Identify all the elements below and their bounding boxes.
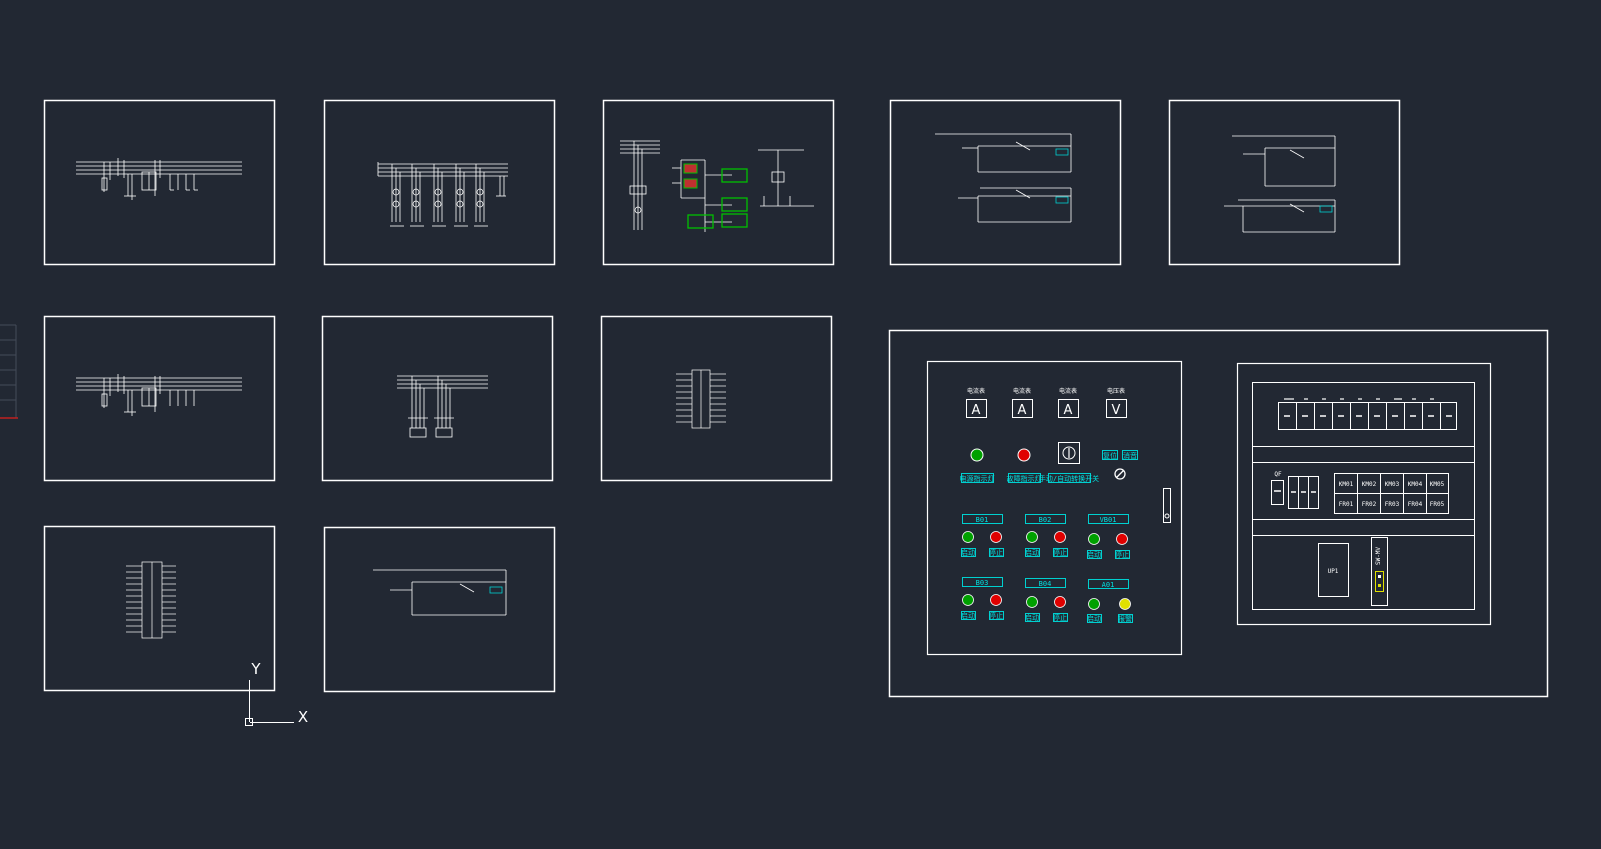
drawing-sheet-5[interactable]	[1168, 99, 1401, 266]
svg-text:UP1: UP1	[1328, 568, 1339, 575]
power-indicator-lamp: 电源指示灯	[960, 448, 995, 483]
svg-text:启动: 启动	[961, 548, 975, 557]
drawing-sheet-10[interactable]	[323, 526, 556, 693]
plc-module: UP1	[1318, 543, 1349, 597]
emergency-stop-icon[interactable]	[1114, 468, 1126, 480]
motor-group-b03[interactable]: B03 启动 停止	[961, 577, 1004, 621]
drawing-sheet-1[interactable]	[43, 99, 276, 266]
cabinet-layout-sheet[interactable]: 电流表 A 电流表 A 电流表 A 电压表 V	[888, 329, 1549, 698]
svg-text:停止: 停止	[1115, 550, 1129, 559]
fault-indicator-lamp: 故障指示灯	[1007, 448, 1042, 483]
svg-text:KM05: KM05	[1430, 481, 1445, 488]
svg-text:停止: 停止	[989, 548, 1003, 557]
drawing-sheet-8[interactable]	[600, 315, 833, 482]
svg-text:启动: 启动	[1087, 614, 1101, 623]
svg-text:电源指示灯: 电源指示灯	[960, 474, 995, 483]
cabinet-mounting-plate[interactable]: QF KM01 KM02	[1236, 362, 1492, 626]
svg-text:A01: A01	[1102, 581, 1115, 589]
drawing-sheet-9[interactable]	[43, 525, 276, 692]
drawing-sheet-2[interactable]	[323, 99, 556, 266]
svg-text:QF: QF	[1274, 471, 1282, 478]
motor-group-vb01[interactable]: VB01 启动 停止	[1087, 514, 1130, 560]
svg-text:故障指示灯: 故障指示灯	[1007, 474, 1042, 483]
door-handle	[1163, 488, 1171, 523]
switch-module: SW-MV	[1371, 537, 1388, 606]
motor-group-b04[interactable]: B04 启动 停止	[1025, 578, 1068, 623]
svg-text:KM02: KM02	[1362, 481, 1377, 488]
svg-text:复位: 复位	[1103, 451, 1117, 460]
svg-text:消音: 消音	[1123, 451, 1137, 460]
contactor-grid: KM01 KM02 KM03 KM04 KM05 FR01 FR02 FR03 …	[1334, 473, 1449, 514]
svg-text:FR02: FR02	[1362, 501, 1377, 508]
reset-button[interactable]: 复位	[1102, 450, 1118, 461]
svg-text:停止: 停止	[1053, 548, 1067, 557]
svg-text:停止: 停止	[1053, 613, 1067, 622]
svg-text:KM04: KM04	[1408, 481, 1423, 488]
svg-text:启动: 启动	[1025, 613, 1039, 622]
svg-text:电流表: 电流表	[1013, 387, 1031, 395]
svg-text:B03: B03	[976, 579, 989, 587]
mode-selector-switch[interactable]: 手动/自动转换开关	[1039, 442, 1099, 484]
svg-text:A: A	[1064, 403, 1073, 418]
svg-text:B04: B04	[1039, 580, 1052, 588]
motor-group-b01[interactable]: B01 启动 停止	[961, 514, 1004, 558]
meter-4: 电压表 V	[1106, 387, 1127, 418]
cabinet-front-door[interactable]: 电流表 A 电流表 A 电流表 A 电压表 V	[926, 360, 1183, 656]
svg-text:B02: B02	[1039, 516, 1052, 524]
svg-text:V: V	[1112, 403, 1121, 418]
svg-text:FR04: FR04	[1408, 501, 1423, 508]
drawing-sheet-4[interactable]	[889, 99, 1122, 266]
svg-text:启动: 启动	[1087, 550, 1101, 559]
svg-text:电流表: 电流表	[1059, 387, 1077, 395]
svg-text:启动: 启动	[961, 611, 975, 620]
left-edge-marker	[0, 324, 18, 419]
svg-text:SW-MV: SW-MV	[1375, 547, 1382, 565]
svg-text:停止: 停止	[989, 611, 1003, 620]
breaker-strip	[1278, 398, 1457, 430]
svg-text:B01: B01	[976, 516, 989, 524]
meter-2: 电流表 A	[1012, 387, 1033, 418]
svg-text:Y: Y	[250, 660, 261, 678]
drawing-sheet-7[interactable]	[321, 315, 554, 482]
svg-text:A: A	[972, 403, 981, 418]
svg-text:FR03: FR03	[1385, 501, 1400, 508]
svg-text:KM01: KM01	[1339, 481, 1354, 488]
main-breaker-qf: QF	[1271, 471, 1319, 509]
svg-text:FR05: FR05	[1430, 501, 1445, 508]
svg-text:电流表: 电流表	[967, 387, 985, 395]
svg-text:A: A	[1018, 403, 1027, 418]
svg-text:KM03: KM03	[1385, 481, 1400, 488]
drawing-sheet-6[interactable]	[43, 315, 276, 482]
meter-3: 电流表 A	[1058, 387, 1079, 418]
svg-text:X: X	[298, 708, 308, 726]
motor-group-a01[interactable]: A01 启动 报警	[1087, 579, 1133, 624]
svg-text:启动: 启动	[1025, 548, 1039, 557]
svg-text:手动/自动转换开关: 手动/自动转换开关	[1039, 474, 1099, 483]
ucs-axis-icon: Y X	[245, 660, 308, 726]
svg-text:VB01: VB01	[1100, 516, 1117, 524]
motor-group-b02[interactable]: B02 启动 停止	[1025, 514, 1068, 558]
svg-text:FR01: FR01	[1339, 501, 1354, 508]
mute-button[interactable]: 消音	[1122, 450, 1138, 461]
svg-text:电压表: 电压表	[1107, 387, 1125, 395]
svg-text:报警: 报警	[1118, 614, 1132, 623]
highlighted-components	[683, 163, 748, 229]
drawing-sheet-3[interactable]	[602, 99, 835, 266]
meter-1: 电流表 A	[966, 387, 987, 418]
